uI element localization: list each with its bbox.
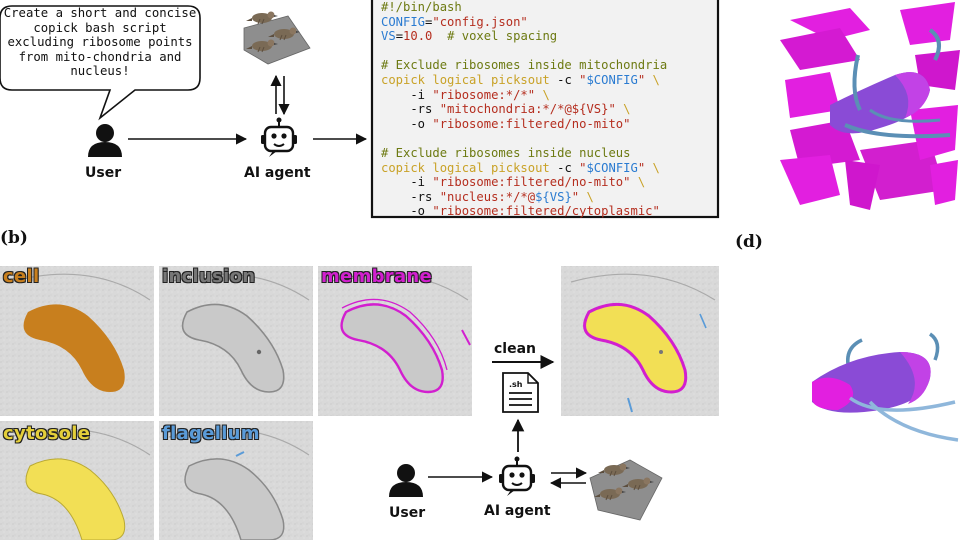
code-token: 10.0	[403, 29, 433, 44]
code-token: -i	[381, 87, 433, 102]
user-label: User	[85, 165, 122, 181]
code-token: \	[535, 87, 550, 102]
tile-cytosole	[0, 421, 154, 540]
code-token: CONFIG	[381, 14, 426, 29]
code-token: =	[425, 14, 433, 29]
code-token: $CONFIG	[586, 160, 638, 175]
code-token: -i	[381, 175, 433, 190]
code-line: # Exclude ribosomes inside nucleus	[381, 146, 721, 161]
code-line: VS=10.0 # voxel spacing	[381, 29, 721, 44]
code-token: "	[579, 72, 587, 87]
code-token: \	[615, 102, 631, 117]
code-line: -i "ribosome:*/*" \	[381, 88, 721, 103]
user-icon	[88, 124, 122, 157]
panel-d-3d-render	[812, 332, 959, 442]
tile-label-inclusion: inclusion	[162, 266, 256, 287]
robot-icon-b	[497, 455, 537, 498]
panel-b-letter: (b)	[0, 228, 28, 248]
code-token: $CONFIG	[586, 72, 638, 87]
tile-inclusion	[159, 266, 313, 416]
code-line: CONFIG="config.json"	[381, 15, 721, 30]
code-token: -o	[381, 116, 433, 131]
code-token: \	[579, 189, 594, 204]
script-file-icon	[502, 372, 539, 413]
tile-membrane	[318, 266, 472, 416]
code-token: -c	[549, 72, 580, 87]
prompt-text: Create a short and concise copick bash s…	[3, 6, 197, 78]
code-token: # Exclude ribosomes inside nucleus	[381, 145, 631, 160]
user-icon-b	[389, 464, 423, 497]
code-token: "ribosome:filtered/cytoplasmic"	[432, 204, 660, 219]
user-label-b: User	[389, 505, 426, 521]
script-ext-label: .sh	[509, 380, 523, 389]
code-line: -rs "mitochondria:*/*@${VS}" \	[381, 102, 721, 117]
panel-d-letter: (d)	[735, 232, 763, 252]
code-line: -o "ribosome:filtered/cytoplasmic"	[381, 204, 721, 219]
code-token: \	[630, 175, 646, 190]
code-token: "	[579, 160, 587, 175]
tile-label-membrane: membrane	[321, 266, 433, 287]
code-token: "ribosome:filtered/no-mito"	[432, 175, 631, 190]
code-line: # Exclude ribosomes inside mitochondria	[381, 58, 721, 73]
copick-logo-icon	[243, 11, 311, 65]
tile-label-flagellum: flagellum	[162, 423, 260, 444]
code-token: -rs	[381, 189, 440, 204]
tile-flagellum	[159, 421, 313, 540]
code-token: copick logical picksout	[381, 160, 550, 175]
code-line	[381, 44, 721, 59]
tile-cleaned-result	[561, 266, 719, 416]
code-token: # Exclude ribosomes inside mitochondria	[381, 58, 668, 73]
code-token: =	[395, 29, 404, 44]
code-token: "ribosome:filtered/no-mito"	[432, 116, 631, 131]
code-line: copick logical picksout -c "$CONFIG" \	[381, 73, 721, 88]
code-token: "config.json"	[432, 14, 528, 29]
tile-cell	[0, 266, 154, 416]
code-token: -c	[549, 160, 580, 175]
copick-logo-icon-b	[589, 459, 663, 521]
code-token: "	[571, 189, 580, 204]
code-box	[370, 0, 720, 219]
code-token: #!/bin/bash	[381, 0, 462, 14]
robot-icon	[259, 116, 299, 159]
code-line: -o "ribosome:filtered/no-mito"	[381, 117, 721, 132]
code-token: copick logical picksout	[381, 72, 550, 87]
code-token: -rs	[381, 102, 440, 117]
code-token: "ribosome:*/*"	[432, 87, 536, 102]
code-token: \	[645, 72, 660, 87]
code-line: #!/bin/bash	[381, 0, 721, 15]
code-token: ${VS}	[535, 189, 572, 204]
code-line: -i "ribosome:filtered/no-mito" \	[381, 175, 721, 190]
clean-label: clean	[494, 341, 537, 357]
agent-label-b: AI agent	[484, 503, 551, 519]
prompt-speech-bubble	[0, 5, 201, 121]
panel-c-3d-render	[780, 2, 960, 210]
code-token: VS	[381, 29, 396, 44]
code-token: "nucleus:*/*@	[439, 189, 536, 204]
code-token: # voxel spacing	[432, 29, 558, 44]
code-line	[381, 131, 721, 146]
code-token: "mitochondria:*/*@${VS}"	[439, 102, 616, 117]
code-token: "	[637, 160, 646, 175]
code-token: \	[645, 160, 660, 175]
code-token: "	[637, 72, 646, 87]
code-line: copick logical picksout -c "$CONFIG" \	[381, 161, 721, 176]
code-token: -o	[381, 204, 433, 219]
tile-label-cytosole: cytosole	[3, 423, 91, 444]
agent-label: AI agent	[244, 165, 311, 181]
tile-label-cell: cell	[3, 266, 40, 287]
code-line: -rs "nucleus:*/*@${VS}" \	[381, 190, 721, 205]
